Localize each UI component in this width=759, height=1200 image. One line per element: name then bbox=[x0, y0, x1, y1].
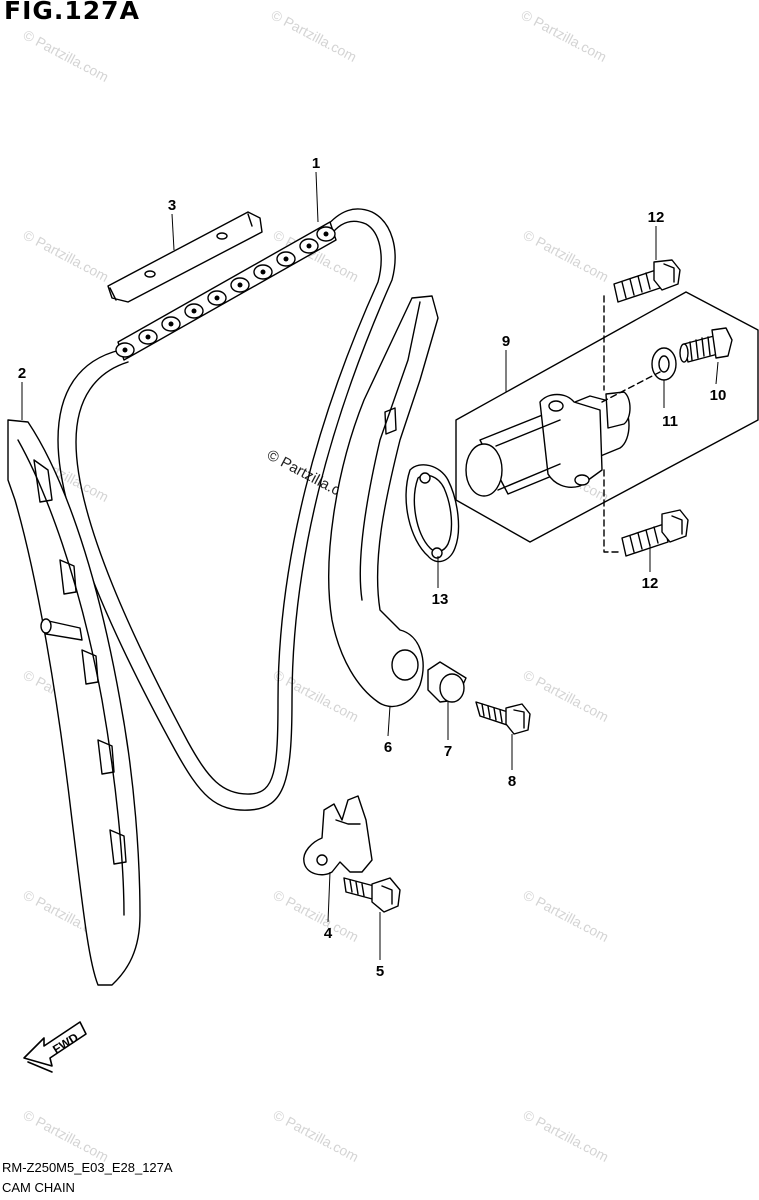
collar bbox=[427, 661, 467, 703]
watermark: © Partzilla.com bbox=[271, 1107, 362, 1165]
callout-5: 5 bbox=[376, 963, 384, 980]
leader-lines bbox=[21, 171, 719, 960]
bolt-tensioner-upper bbox=[613, 259, 681, 303]
watermark: © Partzilla.com bbox=[521, 887, 612, 945]
bolt-tensioner-lower bbox=[621, 509, 689, 557]
washer bbox=[651, 347, 677, 381]
callout-10: 10 bbox=[710, 387, 727, 404]
callout-7: 7 bbox=[444, 743, 452, 760]
tensioner-assy-box bbox=[455, 291, 759, 543]
bolt-guide bbox=[475, 701, 531, 735]
cam-chain bbox=[57, 208, 396, 811]
diagram-caption: CAM CHAIN bbox=[2, 1180, 75, 1195]
watermark: © Partzilla.com bbox=[21, 227, 112, 285]
callout-12b: 12 bbox=[642, 575, 659, 592]
watermark: © Partzilla.com bbox=[271, 667, 362, 725]
callout-11: 11 bbox=[662, 413, 678, 430]
callout-9: 9 bbox=[502, 333, 510, 350]
figure-title: FIG.127A bbox=[4, 0, 140, 25]
callout-12a: 12 bbox=[648, 209, 665, 226]
watermark: © Partzilla.com bbox=[519, 7, 610, 65]
chain-plate bbox=[107, 211, 263, 303]
chain-guide bbox=[328, 295, 439, 708]
bolt-bracket bbox=[343, 877, 401, 913]
watermark: © Partzilla.com bbox=[521, 227, 612, 285]
diagram-code: RM-Z250M5_E03_E28_127A bbox=[2, 1160, 173, 1175]
callout-8: 8 bbox=[508, 773, 516, 790]
bracket bbox=[303, 795, 373, 876]
watermark: © Partzilla.com bbox=[21, 1107, 112, 1165]
callout-2: 2 bbox=[18, 365, 26, 382]
fwd-arrow-icon bbox=[23, 1021, 87, 1073]
callouts: 1 2 3 4 5 6 7 8 9 10 11 12 12 13 bbox=[18, 155, 727, 980]
watermark: © Partzilla.com bbox=[271, 887, 362, 945]
watermark: © Partzilla.com bbox=[21, 27, 112, 85]
watermark: © Partzilla.com bbox=[521, 667, 612, 725]
tensioner-gasket bbox=[405, 464, 460, 563]
callout-1: 1 bbox=[312, 155, 320, 172]
callout-3: 3 bbox=[168, 197, 176, 214]
assembly-lines bbox=[601, 295, 661, 553]
callout-13: 13 bbox=[432, 591, 449, 608]
watermark: © Partzilla.com bbox=[521, 1107, 612, 1165]
plug-bolt bbox=[679, 327, 733, 363]
chain-tensioner-arm bbox=[7, 419, 141, 986]
callout-4: 4 bbox=[324, 925, 333, 942]
watermark: © Partzilla.com bbox=[269, 7, 360, 65]
callout-6: 6 bbox=[384, 739, 392, 756]
tensioner-body bbox=[465, 391, 631, 497]
